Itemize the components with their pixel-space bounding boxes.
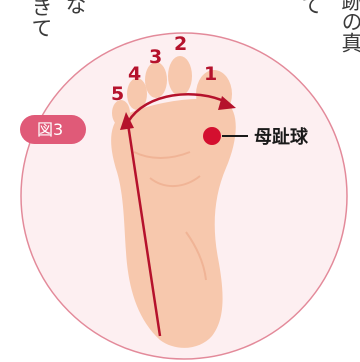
ball-of-foot-dot	[203, 127, 221, 145]
bg-text-char: 跡	[339, 0, 360, 11]
toe-number-3: 3	[149, 46, 162, 68]
toe-number-4: 4	[128, 63, 141, 85]
callout-label: 母趾球	[254, 126, 309, 148]
figure-badge-label: 図3	[37, 120, 63, 139]
curved-arrow-head	[218, 96, 236, 110]
curved-arrow-line	[126, 93, 227, 123]
vertical-arrow-line	[126, 123, 162, 337]
figure-badge	[20, 115, 86, 144]
bg-text-fragment: な	[63, 0, 87, 15]
sole-crease	[133, 151, 191, 159]
bg-text-char: の	[339, 11, 360, 32]
sole-crease	[185, 231, 207, 281]
sole-crease	[149, 175, 201, 187]
bg-text-fragment: 跡の真	[339, 0, 360, 53]
third-toe	[145, 62, 167, 98]
bg-text-char: 真	[339, 32, 360, 53]
bg-text-fragment: きて	[29, 0, 53, 38]
vertical-arrow-head	[120, 112, 134, 130]
toe-number-1: 1	[204, 63, 217, 85]
toe-number-5: 5	[111, 83, 124, 105]
toe-number-2: 2	[174, 33, 187, 55]
fourth-toe	[127, 78, 147, 110]
bg-text-fragment: て	[299, 0, 323, 15]
second-toe	[168, 56, 192, 96]
sole-shape	[111, 98, 236, 348]
foot-sole	[111, 56, 236, 348]
